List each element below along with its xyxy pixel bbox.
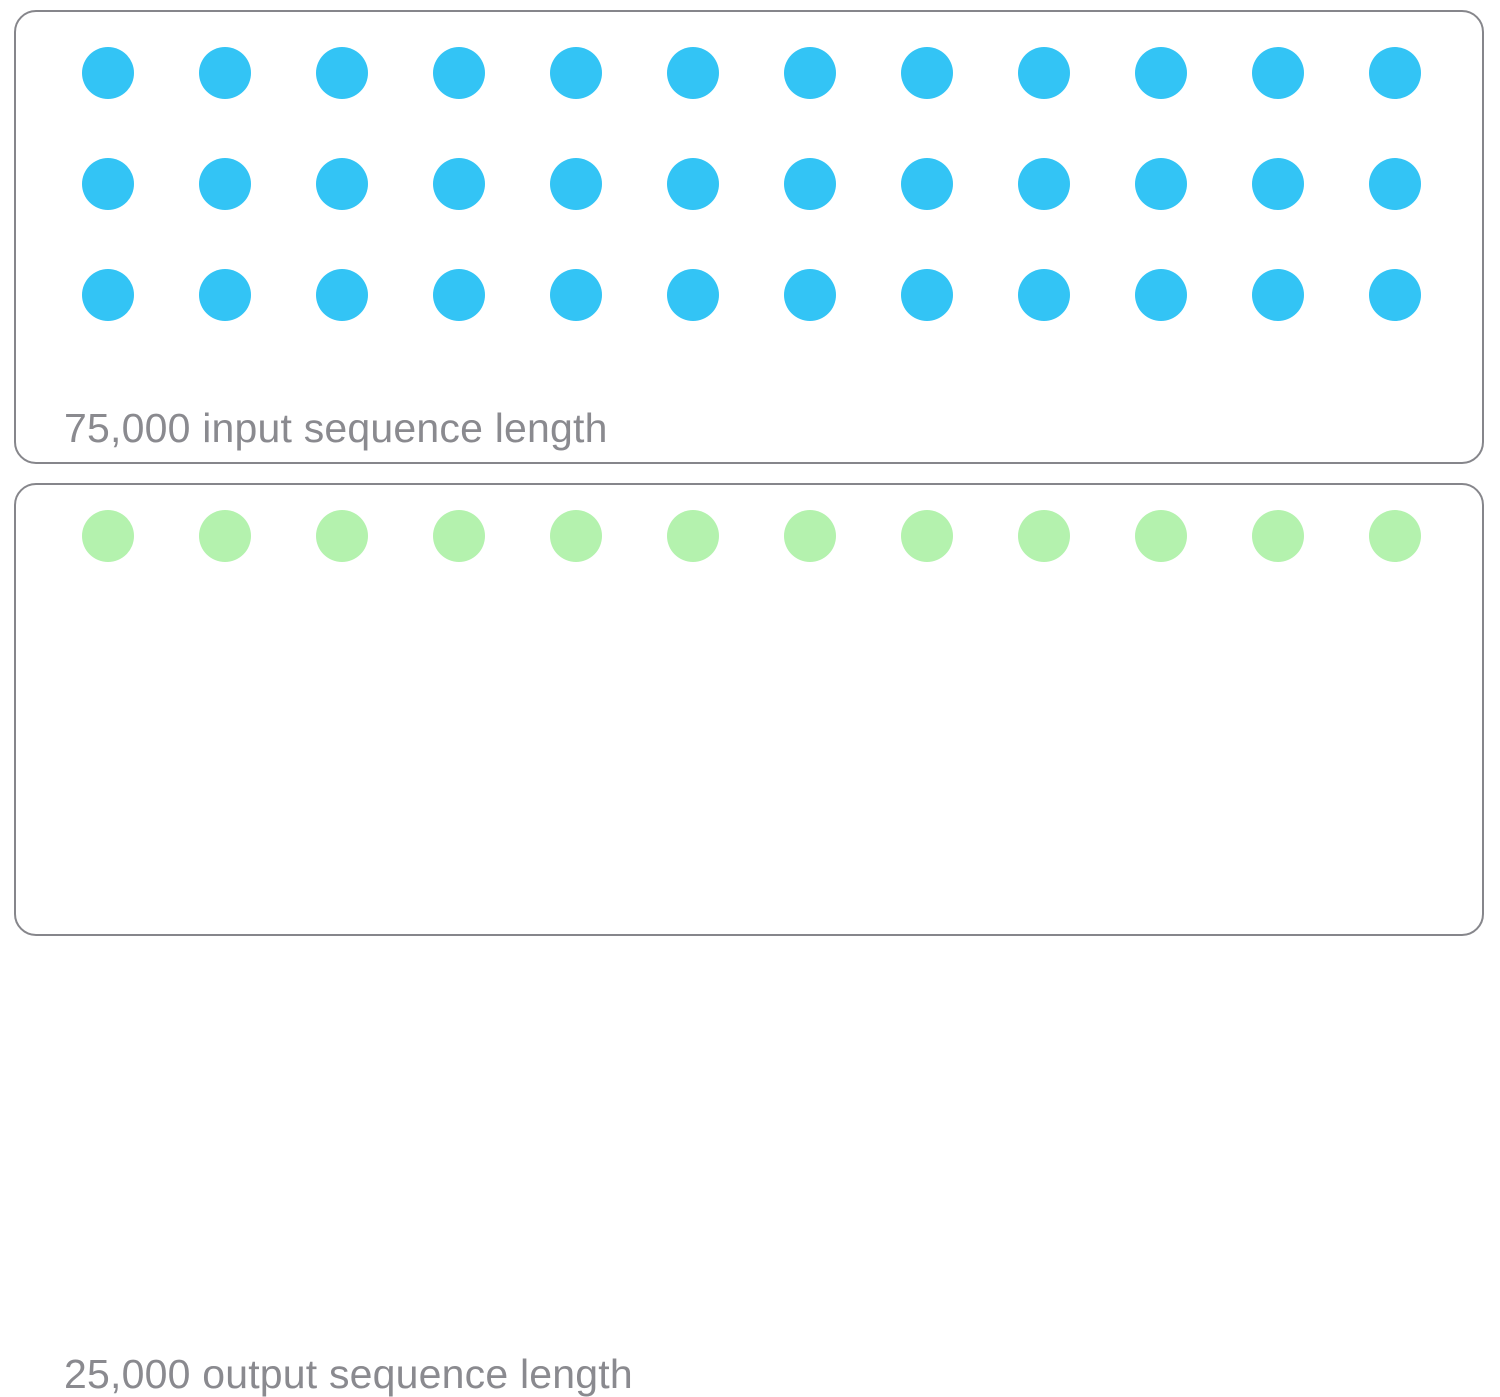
input-token-dot [82,269,134,321]
input-token-dot [901,47,953,99]
input-token-dot [901,269,953,321]
input-token-dot [784,269,836,321]
input-token-dot [82,47,134,99]
input-token-dot [550,158,602,210]
input-token-dot [1369,158,1421,210]
input-token-dot [667,47,719,99]
input-token-dot [199,47,251,99]
input-token-dot [784,47,836,99]
input-dot-row [82,158,1421,210]
input-token-dot [1369,269,1421,321]
output-token-dot [82,510,134,562]
input-token-dot [433,269,485,321]
output-sequence-label: 25,000 output sequence length [64,1351,633,1397]
input-token-dot [1135,47,1187,99]
input-token-dot [199,158,251,210]
output-token-dot [1135,510,1187,562]
input-token-dot [901,158,953,210]
input-token-dot [199,269,251,321]
output-sequence-panel: 25,000 output sequence length [14,483,1484,1395]
input-token-dot [1252,158,1304,210]
input-token-dot [316,47,368,99]
input-token-dot [784,158,836,210]
input-sequence-label: 75,000 input sequence length [64,405,608,451]
input-token-dot [1135,269,1187,321]
input-dot-row [82,47,1421,99]
output-token-dot [667,510,719,562]
output-token-dot [1018,510,1070,562]
output-token-dot [433,510,485,562]
input-token-dot [82,158,134,210]
output-token-dot [901,510,953,562]
input-token-dot [316,158,368,210]
input-dot-grid [82,47,1421,321]
input-token-dot [316,269,368,321]
input-token-dot [550,269,602,321]
output-dot-grid [82,510,1421,562]
input-token-dot [550,47,602,99]
input-token-dot [1135,158,1187,210]
output-token-dot [1252,510,1304,562]
input-token-dot [1252,269,1304,321]
input-token-dot [433,47,485,99]
output-dot-row [82,510,1421,562]
output-token-dot [316,510,368,562]
input-dot-row [82,269,1421,321]
input-sequence-panel: 75,000 input sequence length [14,10,1484,464]
input-token-dot [1018,47,1070,99]
output-token-dot [1369,510,1421,562]
input-token-dot [1018,158,1070,210]
diagram-canvas: 75,000 input sequence length 25,000 outp… [14,10,1484,1395]
input-token-dot [1018,269,1070,321]
input-token-dot [1369,47,1421,99]
input-token-dot [667,269,719,321]
output-token-dot [550,510,602,562]
input-token-dot [433,158,485,210]
output-token-dot [784,510,836,562]
input-token-dot [1252,47,1304,99]
output-token-dot [199,510,251,562]
input-token-dot [667,158,719,210]
